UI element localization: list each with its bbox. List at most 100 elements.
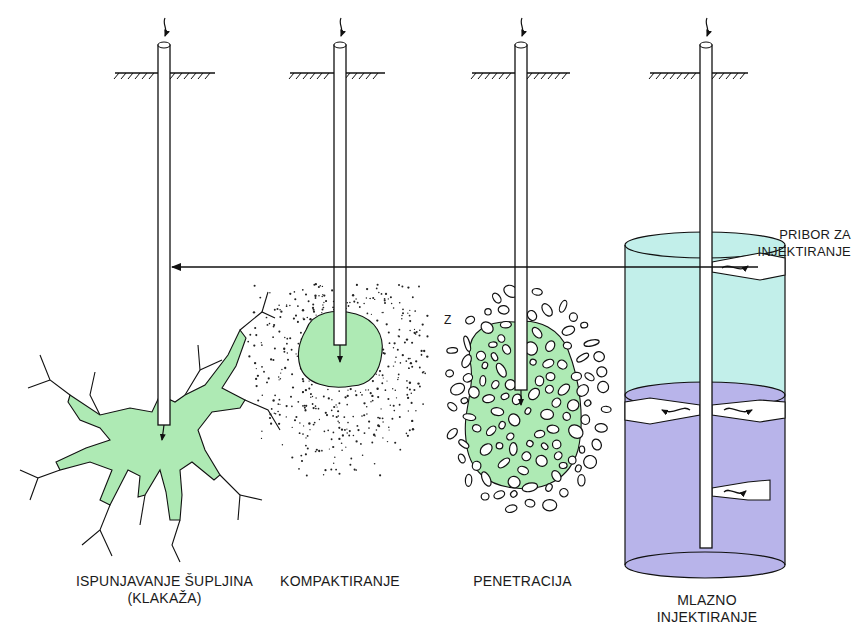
pebble: [482, 394, 495, 404]
soil-dot: [405, 360, 407, 362]
soil-dot: [312, 403, 314, 405]
soil-dot: [366, 297, 367, 298]
soil-dot: [283, 348, 285, 350]
soil-dot: [415, 333, 417, 335]
soil-dot: [307, 435, 309, 437]
soil-dot: [300, 455, 302, 457]
soil-dot: [399, 416, 401, 418]
soil-dot: [395, 356, 397, 358]
soil-dot: [408, 358, 410, 360]
pebble: [601, 406, 611, 413]
soil-dot: [379, 474, 381, 476]
pebble: [558, 299, 568, 313]
soil-dot: [408, 410, 409, 411]
soil-dot: [372, 297, 374, 299]
soil-dot: [331, 289, 333, 291]
soil-dot: [261, 366, 263, 368]
soil-dot: [295, 353, 296, 354]
soil-dot: [344, 429, 346, 431]
pebble: [500, 392, 510, 401]
soil-dot: [278, 399, 280, 401]
hatch-stroke: [677, 73, 682, 79]
pebble: [595, 365, 609, 379]
pebble: [498, 421, 506, 430]
hatch-stroke: [198, 73, 203, 79]
hatch-stroke: [712, 73, 717, 79]
soil-dot: [279, 404, 280, 405]
pebble: [464, 315, 475, 326]
soil-dot: [281, 369, 282, 370]
soil-dot: [415, 360, 417, 362]
soil-dot: [335, 469, 337, 471]
method-caption: KOMPAKTIRANJE: [270, 573, 410, 590]
soil-dot: [261, 438, 262, 439]
pebble: [579, 446, 585, 454]
soil-dot: [411, 366, 413, 368]
pebble: [457, 438, 470, 450]
soil-dot: [323, 302, 324, 303]
soil-dot: [349, 430, 351, 432]
pebble: [576, 352, 590, 364]
soil-dot: [357, 429, 359, 431]
soil-dot: [369, 298, 370, 299]
soil-dot: [305, 409, 307, 411]
hatch-stroke: [684, 73, 689, 79]
soil-dot: [307, 317, 309, 319]
pebble: [463, 335, 472, 352]
soil-dot: [347, 422, 349, 424]
soil-dot: [377, 284, 379, 286]
soil-dot: [423, 350, 425, 352]
soil-dot: [322, 304, 323, 305]
soil-dot: [274, 413, 275, 414]
soil-dot: [294, 291, 296, 293]
pebble: [563, 341, 573, 350]
soil-dot: [389, 342, 391, 344]
soil-dot: [315, 283, 317, 285]
soil-dot: [395, 361, 396, 362]
soil-dot: [315, 397, 316, 398]
soil-dot: [363, 303, 365, 305]
soil-dot: [302, 289, 304, 291]
soil-dot: [315, 314, 316, 315]
soil-dot: [319, 419, 320, 420]
tool-label: PRIBOR ZA INJEKTIRANJE: [731, 226, 851, 260]
pebble: [497, 456, 511, 469]
soil-dot: [274, 348, 276, 350]
soil-dot: [353, 301, 355, 303]
soil-dot: [362, 454, 364, 456]
soil-dot: [422, 372, 424, 374]
pebble: [481, 493, 489, 501]
soil-dot: [409, 315, 411, 317]
soil-dot: [267, 324, 269, 326]
soil-dot: [393, 365, 394, 366]
soil-dot: [331, 409, 333, 411]
soil-dot: [368, 427, 370, 429]
method-caption: ISPUNJAVANJE ŠUPLJINA (KLAKAŽA): [52, 573, 277, 607]
soil-dot: [378, 425, 380, 427]
soil-dot: [399, 302, 401, 304]
soil-dot: [294, 419, 296, 421]
hatch-stroke: [170, 73, 175, 79]
soil-dot: [332, 415, 334, 417]
pebble: [550, 396, 562, 408]
pebble: [562, 412, 571, 422]
soil-dot: [291, 405, 293, 407]
soil-dot: [321, 450, 323, 452]
soil-dot: [347, 395, 349, 397]
soil-dot: [324, 430, 326, 432]
soil-dot: [318, 408, 320, 410]
soil-dot: [370, 392, 372, 394]
pebble: [467, 385, 481, 400]
soil-dot: [278, 331, 280, 333]
soil-dot: [321, 296, 323, 298]
pebble: [491, 292, 503, 305]
soil-dot: [287, 352, 288, 353]
soil-dot: [394, 442, 396, 444]
pebble: [574, 464, 582, 473]
hatch-stroke: [471, 73, 476, 79]
soil-dot: [397, 349, 399, 351]
soil-dot: [419, 329, 421, 331]
soil-dot: [312, 407, 314, 409]
soil-dot: [312, 304, 314, 306]
